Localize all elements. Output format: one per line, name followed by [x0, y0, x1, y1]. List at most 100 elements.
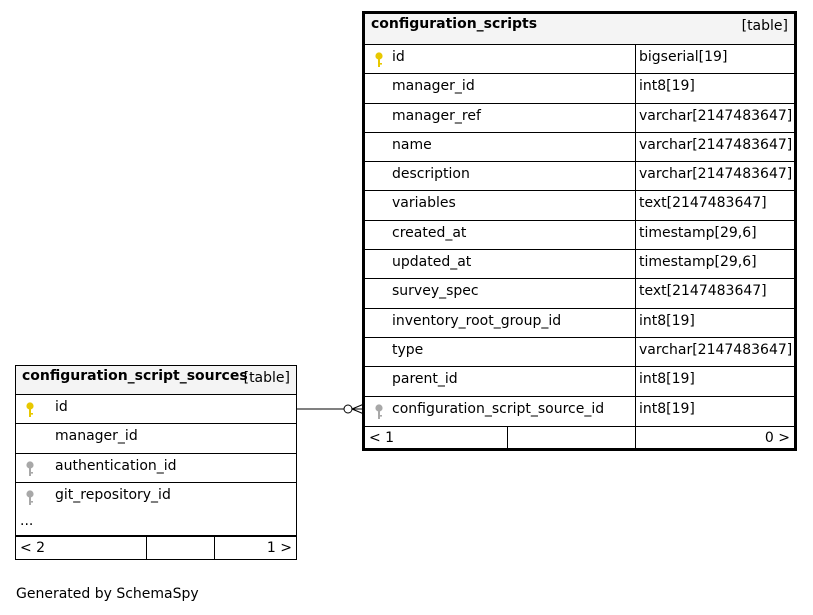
generator-caption: Generated by SchemaSpy: [16, 586, 199, 602]
column-row: updated_at timestamp[29,6]: [365, 250, 794, 280]
column-name-cell: survey_spec: [365, 279, 636, 308]
column-name-cell: manager_id: [365, 74, 636, 103]
column-type: text[2147483647]: [639, 283, 767, 300]
column-name-cell: manager_id: [16, 424, 296, 452]
column-name-cell: parent_id: [365, 367, 636, 396]
column-name: git_repository_id: [55, 486, 171, 503]
column-name-cell: id: [16, 395, 296, 423]
column-name: description: [392, 166, 470, 183]
more-columns-ellipsis: ...: [20, 513, 34, 530]
table-title: configuration_script_sources: [22, 368, 248, 384]
column-name-cell: variables: [365, 191, 636, 220]
foreign-key-icon: [26, 490, 34, 505]
column-type: int8[19]: [639, 78, 695, 95]
column-row: parent_id int8[19]: [365, 367, 794, 397]
column-row: authentication_id: [16, 454, 296, 483]
footer-children: 0 >: [636, 427, 794, 450]
primary-key-icon: [375, 52, 383, 67]
column-row: manager_id: [16, 424, 296, 454]
column-type: varchar[2147483647]: [639, 341, 793, 358]
column-name-cell: created_at: [365, 220, 636, 250]
column-name-cell: id: [365, 45, 636, 74]
zero-optional-marker: [343, 404, 353, 414]
column-name-cell: description: [365, 162, 636, 191]
table-header: configuration_script_sources [table]: [16, 366, 296, 395]
column-row: type varchar[2147483647]: [365, 337, 794, 368]
column-row: name varchar[2147483647]: [365, 132, 794, 163]
column-list: id manager_id authentication_id git_reposit…: [16, 395, 296, 512]
table-header: configuration_scripts [table]: [365, 14, 794, 45]
child-count: 0 >: [764, 429, 790, 446]
column-type-cell: int8[19]: [636, 367, 794, 395]
table-configuration-script-sources: configuration_script_sources [table] id m…: [15, 365, 297, 561]
column-name: manager_ref: [392, 107, 481, 124]
column-type-cell: varchar[2147483647]: [636, 162, 794, 190]
column-row: git_repository_id: [16, 483, 296, 512]
column-name: parent_id: [392, 371, 458, 388]
column-type: timestamp[29,6]: [639, 224, 757, 241]
column-name: name: [392, 136, 432, 153]
table-kind: [table]: [741, 18, 788, 34]
foreign-key-icon: [26, 460, 34, 476]
column-row: inventory_root_group_id int8[19]: [365, 308, 794, 338]
column-type: text[2147483647]: [639, 195, 767, 212]
column-name-cell: authentication_id: [16, 454, 296, 482]
column-name-cell: git_repository_id: [16, 483, 296, 512]
column-type-cell: int8[19]: [636, 309, 794, 337]
column-name: type: [392, 341, 424, 358]
column-row: survey_spec text[2147483647]: [365, 279, 794, 309]
column-row: manager_ref varchar[2147483647]: [365, 103, 794, 133]
column-name: survey_spec: [392, 283, 479, 300]
column-name: manager_id: [392, 78, 475, 95]
column-name-cell: manager_ref: [365, 103, 636, 132]
footer-spacer: [147, 537, 215, 561]
column-name: id: [55, 399, 68, 415]
column-type: timestamp[29,6]: [639, 254, 757, 271]
table-title: configuration_scripts: [371, 16, 538, 32]
column-row: id: [16, 395, 296, 425]
column-type: int8[19]: [639, 400, 695, 417]
footer-parents: < 1: [365, 426, 508, 450]
primary-key-icon: [26, 402, 34, 417]
table-footer: < 1 0 >: [365, 425, 794, 450]
column-type-cell: timestamp[29,6]: [636, 221, 794, 249]
foreign-key-icon: [375, 403, 383, 419]
column-name: authentication_id: [55, 457, 177, 474]
column-type: varchar[2147483647]: [639, 136, 793, 153]
column-type: int8[19]: [639, 312, 695, 329]
column-type-cell: int8[19]: [636, 397, 794, 426]
column-type: varchar[2147483647]: [639, 166, 793, 183]
column-name-cell: inventory_root_group_id: [365, 308, 636, 337]
column-name: updated_at: [392, 254, 472, 271]
column-type-cell: varchar[2147483647]: [636, 133, 794, 161]
parent-count: < 2: [20, 540, 46, 557]
column-row: manager_id int8[19]: [365, 74, 794, 104]
footer-parents: < 2: [16, 537, 147, 561]
column-name: inventory_root_group_id: [392, 312, 562, 329]
more-columns-row: ...: [16, 512, 296, 537]
column-type-cell: text[2147483647]: [636, 191, 794, 219]
column-type-cell: varchar[2147483647]: [636, 338, 794, 366]
column-name: created_at: [392, 224, 467, 241]
column-type-cell: varchar[2147483647]: [636, 104, 794, 132]
column-name-cell: type: [365, 337, 636, 367]
column-type-cell: int8[19]: [636, 74, 794, 102]
footer-spacer: [508, 426, 636, 450]
column-type-cell: bigserial[19]: [636, 45, 794, 73]
table-kind: [table]: [243, 370, 290, 386]
column-type: bigserial[19]: [639, 49, 728, 65]
column-row: configuration_script_source_id int8[19]: [365, 396, 794, 426]
column-row: description varchar[2147483647]: [365, 162, 794, 192]
column-type-cell: timestamp[29,6]: [636, 250, 794, 278]
footer-children: 1 >: [215, 537, 296, 560]
parent-count: < 1: [369, 429, 395, 446]
column-row: created_at timestamp[29,6]: [365, 220, 794, 251]
column-type-cell: text[2147483647]: [636, 279, 794, 307]
column-name: configuration_script_source_id: [392, 400, 605, 417]
child-count: 1 >: [266, 540, 292, 557]
column-type: int8[19]: [639, 371, 695, 388]
